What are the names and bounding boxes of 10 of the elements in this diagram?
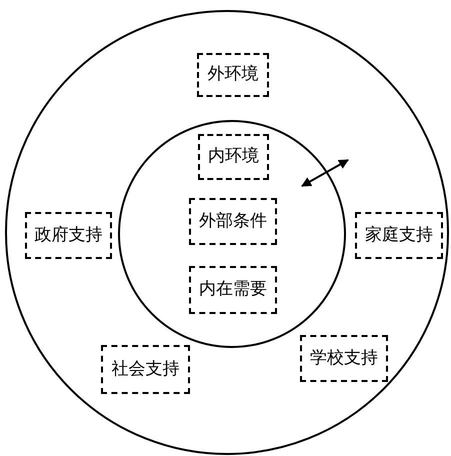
dashed-box: 社会支持: [101, 345, 190, 394]
circle-outline: [118, 120, 346, 348]
dashed-box: 外环境: [197, 53, 269, 97]
dashed-box: 学校支持: [300, 335, 388, 382]
circle-outline: [5, 10, 449, 455]
dashed-box: 外部条件: [189, 198, 277, 245]
dashed-box: 内环境: [198, 134, 269, 180]
dashed-box: 内在需要: [189, 266, 277, 314]
dashed-box: 家庭支持: [355, 212, 443, 259]
dashed-box: 政府支持: [25, 212, 112, 259]
